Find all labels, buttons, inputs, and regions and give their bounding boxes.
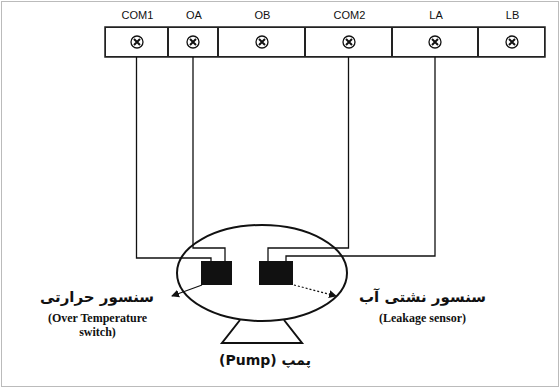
leader-arrow — [172, 285, 202, 296]
terminal-name: COM1 — [106, 9, 169, 21]
sensor-block: سنسور نشتی آب(Leakage sensor) — [259, 261, 293, 285]
leader-arrow — [294, 285, 336, 296]
wire — [193, 57, 225, 261]
screw-symbol — [255, 35, 269, 49]
sensor-label-english: (Over Temperature switch) — [40, 312, 155, 340]
terminal-cell: COM1 — [105, 27, 168, 57]
terminal-strip — [105, 27, 545, 57]
screw-symbol — [342, 35, 356, 49]
pump-base — [222, 320, 302, 343]
terminal-name: COM2 — [306, 9, 393, 21]
wire — [268, 57, 349, 261]
screw-symbol — [428, 35, 442, 49]
terminal-name: LA — [393, 9, 479, 21]
wire — [286, 57, 435, 261]
screw-symbol — [130, 35, 144, 49]
terminal-cell: OB — [218, 27, 305, 57]
sensor-label: سنسور حرارتی — [22, 288, 172, 306]
terminal-cell: COM2 — [305, 27, 392, 57]
terminal-name: LB — [479, 9, 546, 21]
terminal-cell: LA — [392, 27, 478, 57]
pump-body — [177, 225, 347, 321]
sensor-label-english: (Leakage sensor) — [360, 312, 485, 326]
terminal-name: OA — [169, 9, 219, 21]
terminal-cell: LB — [478, 27, 545, 57]
terminal-name: OB — [219, 9, 306, 21]
terminal-cell: OA — [168, 27, 218, 57]
pump-label: (Pump) پمپ — [190, 352, 340, 368]
sensor-label: سنسور نشتی آب — [335, 288, 510, 306]
sensor-block: سنسور حرارتی(Over Temperature switch) — [201, 261, 232, 285]
screw-symbol — [186, 35, 200, 49]
wire — [137, 57, 212, 261]
screw-symbol — [505, 35, 519, 49]
